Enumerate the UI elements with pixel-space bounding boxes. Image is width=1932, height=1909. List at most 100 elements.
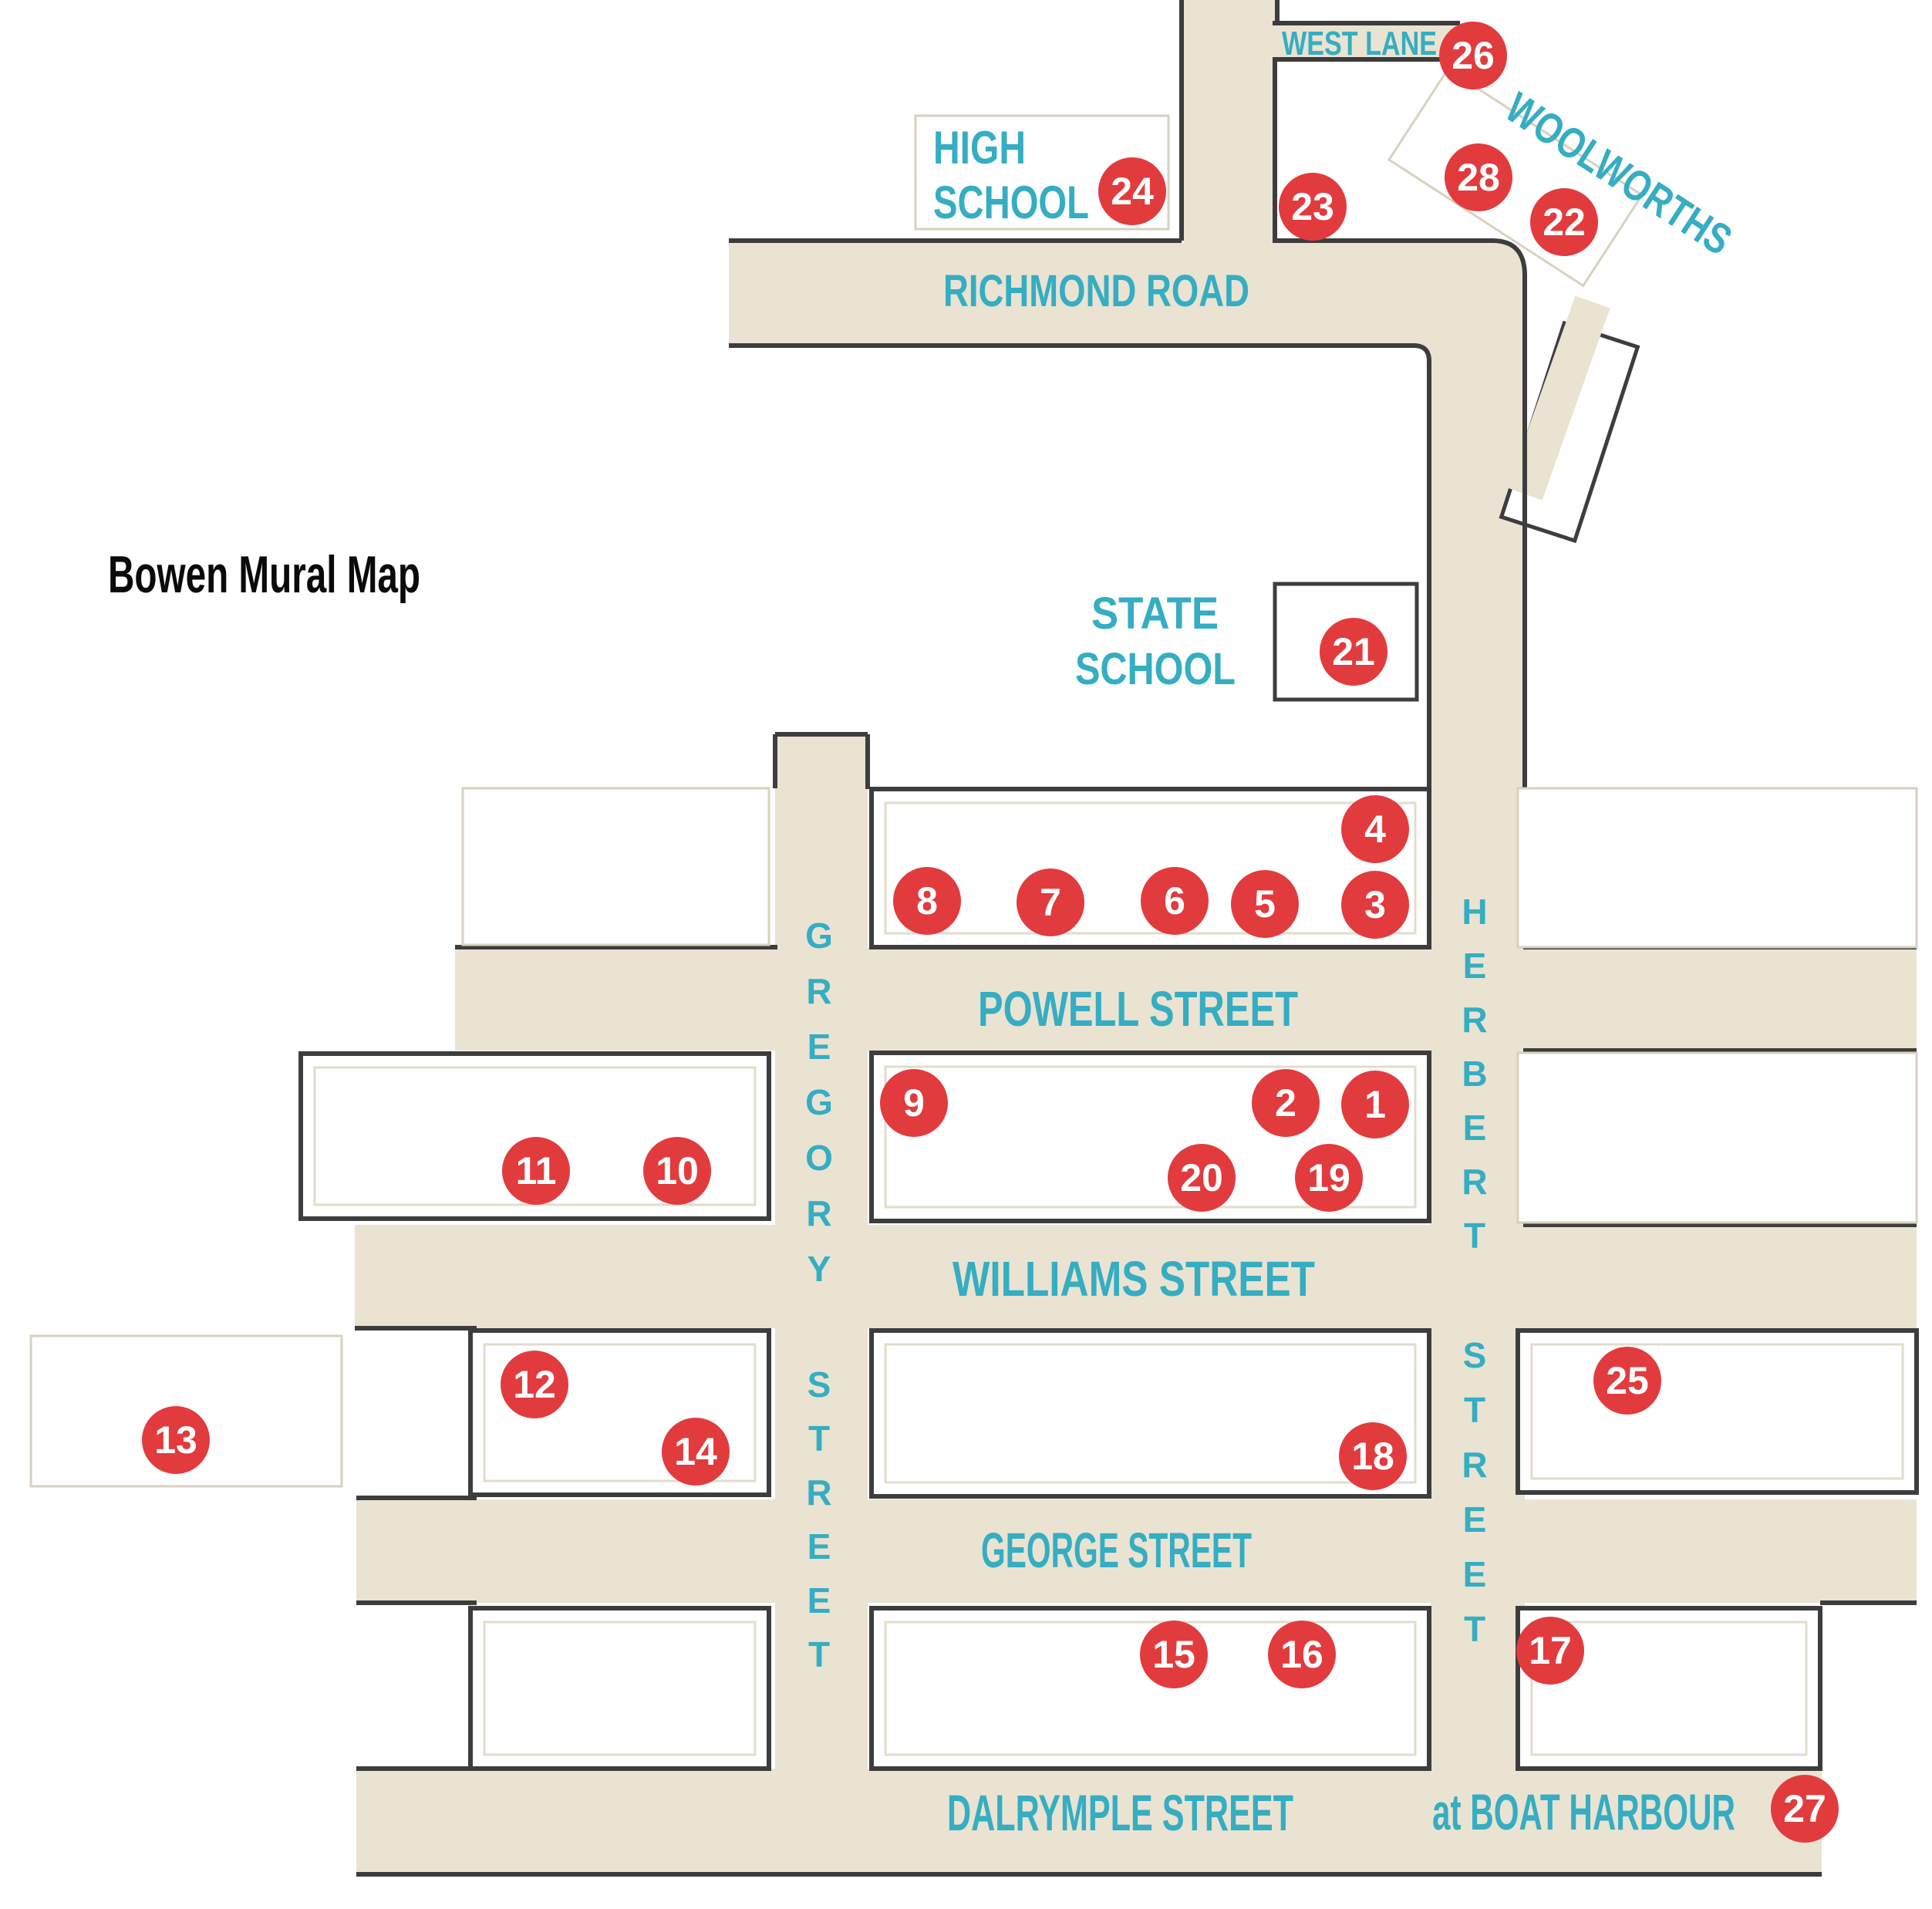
marker-19-number: 19 [1307, 1156, 1350, 1199]
marker-20: 20 [1168, 1144, 1236, 1212]
boat-harbour-label: at BOAT HARBOUR [1432, 1783, 1735, 1840]
marker-22-number: 22 [1543, 201, 1586, 244]
marker-27: 27 [1771, 1775, 1839, 1843]
block-george-dalrymple-west-inner [483, 1621, 757, 1756]
herbert-street-letter-4: E [1463, 1499, 1487, 1540]
gregory-letter-7: Y [808, 1249, 831, 1289]
block-ne-of-powell [1516, 787, 1918, 949]
block-williams-george-center-inner [884, 1343, 1417, 1484]
herbert-letter-4: B [1462, 1054, 1487, 1094]
marker-2: 2 [1252, 1069, 1320, 1137]
gregory-street-letter-1: S [808, 1364, 831, 1405]
marker-3: 3 [1341, 871, 1409, 939]
marker-13: 13 [142, 1406, 210, 1474]
marker-13-number: 13 [154, 1418, 197, 1462]
gregory-letter-2: R [806, 971, 831, 1011]
block-williams-george-center [869, 1328, 1431, 1499]
marker-12: 12 [501, 1351, 568, 1418]
george-street-label: GEORGE STREET [981, 1523, 1252, 1578]
herbert-letter-1: H [1462, 892, 1487, 932]
herbert-street-letter-1: S [1463, 1335, 1487, 1375]
marker-21: 21 [1320, 618, 1387, 686]
marker-1: 1 [1341, 1071, 1409, 1138]
high-school-label-line2: SCHOOL [933, 177, 1089, 228]
marker-8: 8 [893, 867, 961, 935]
marker-19: 19 [1295, 1144, 1363, 1212]
marker-2-number: 2 [1275, 1081, 1296, 1125]
herbert-letter-6: R [1462, 1162, 1487, 1202]
roads [355, 0, 1917, 1874]
gregory-street-letter-6: T [808, 1634, 830, 1675]
road-williams [355, 1225, 1917, 1328]
road-george [356, 1499, 1917, 1603]
block-williams-george-west [468, 1328, 771, 1497]
high-school-label-line1: HIGH [933, 122, 1026, 174]
marker-26-number: 26 [1452, 34, 1495, 77]
richmond-top-border-east-corner [1273, 238, 1527, 788]
dalrymple-street-label: DALRYMPLE STREET [947, 1784, 1293, 1841]
marker-9: 9 [880, 1069, 948, 1137]
marker-1-number: 1 [1364, 1083, 1386, 1126]
marker-10-number: 10 [656, 1149, 699, 1192]
marker-18-number: 18 [1351, 1435, 1394, 1478]
marker-4-number: 4 [1364, 808, 1386, 851]
gregory-letter-4: G [805, 1082, 833, 1122]
block-25-inner [1530, 1343, 1904, 1480]
marker-28-number: 28 [1457, 156, 1500, 199]
marker-4: 4 [1341, 795, 1409, 863]
marker-9-number: 9 [903, 1081, 925, 1125]
block-25 [1516, 1328, 1919, 1495]
marker-11: 11 [502, 1137, 570, 1205]
richmond-bottom-border [729, 343, 1431, 789]
marker-18: 18 [1339, 1422, 1407, 1490]
gregory-letter-5: O [805, 1138, 833, 1178]
state-school-label-line2: SCHOOL [1075, 644, 1236, 694]
road-powell [455, 947, 1917, 1051]
marker-16: 16 [1268, 1621, 1336, 1688]
mural-markers: 1 2 3 4 5 6 7 8 9 10 11 12 13 14 15 16 1… [142, 22, 1839, 1843]
block-williams-george-west-inner [483, 1343, 757, 1482]
marker-24-number: 24 [1111, 170, 1154, 213]
diagonal-stub-road [1507, 295, 1610, 501]
gregory-street-letter-3: R [806, 1472, 831, 1513]
block-george-dalrymple-center-inner [884, 1621, 1417, 1756]
state-school-label-line1: STATE [1091, 589, 1219, 639]
marker-22: 22 [1530, 188, 1598, 256]
road-dalrymple [356, 1769, 1822, 1874]
herbert-letter-2: E [1463, 946, 1487, 986]
herbert-street-letter-2: T [1464, 1390, 1485, 1430]
marker-11-number: 11 [516, 1149, 557, 1192]
block-north-of-powell-inner [884, 801, 1417, 935]
marker-25-number: 25 [1606, 1359, 1649, 1402]
herbert-letter-7: T [1464, 1216, 1485, 1256]
block-nw-of-powell [461, 787, 770, 946]
herbert-street-letter-5: E [1463, 1554, 1487, 1594]
marker-7-number: 7 [1040, 881, 1061, 924]
marker-14-number: 14 [674, 1430, 717, 1473]
marker-17: 17 [1516, 1617, 1584, 1685]
thin-blocks [29, 67, 1918, 1488]
powell-street-label: POWELL STREET [978, 981, 1298, 1037]
marker-6: 6 [1141, 867, 1209, 935]
herbert-letter-3: R [1462, 1000, 1487, 1040]
gregory-letter-1: G [805, 916, 833, 956]
marker-27-number: 27 [1783, 1787, 1826, 1830]
marker-10: 10 [643, 1137, 711, 1205]
gregory-street-letter-4: E [808, 1526, 831, 1567]
marker-16-number: 16 [1280, 1633, 1323, 1676]
marker-12-number: 12 [513, 1363, 556, 1406]
west-lane-label: WEST LANE [1282, 25, 1437, 62]
herbert-street-letters: H E R B E R T S T R E E T [1462, 892, 1487, 1649]
road-borders [355, 0, 1917, 1877]
marker-15: 15 [1140, 1621, 1208, 1688]
marker-14: 14 [662, 1418, 730, 1486]
diagonal-stub-road-shape [1507, 295, 1610, 501]
marker-7: 7 [1017, 868, 1084, 936]
marker-5-number: 5 [1254, 882, 1276, 926]
richmond-road-label: RICHMOND ROAD [943, 266, 1249, 316]
marker-3-number: 3 [1364, 883, 1386, 926]
marker-23-number: 23 [1291, 185, 1334, 228]
block-george-dalrymple-west [468, 1606, 771, 1771]
williams-street-label: WILLIAMS STREET [953, 1251, 1315, 1307]
